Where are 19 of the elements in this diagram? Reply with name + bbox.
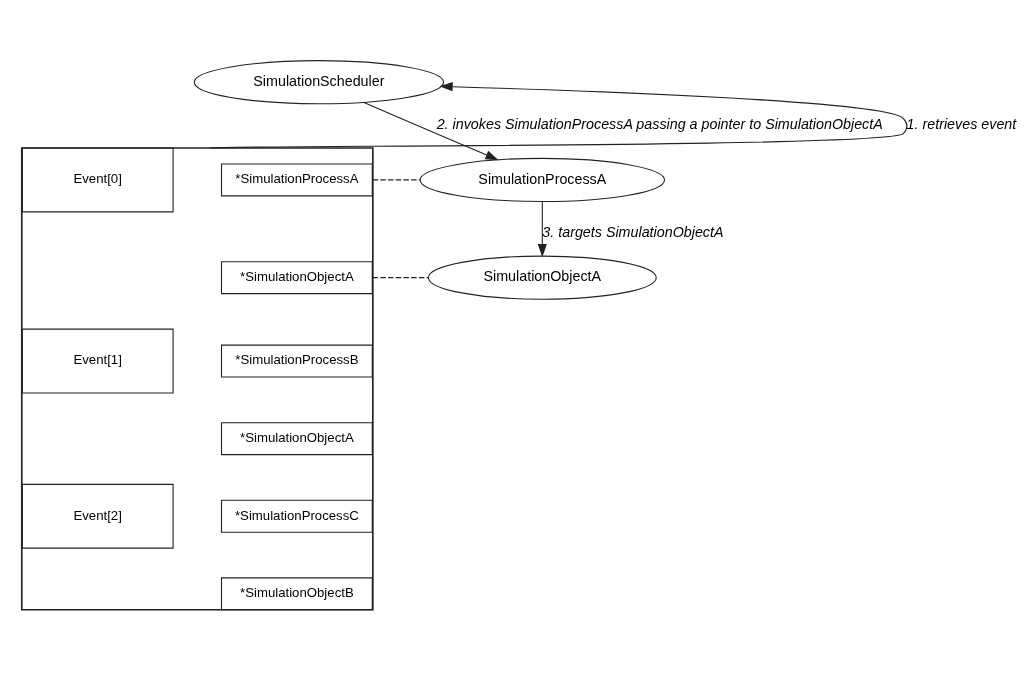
node-box: *SimulationProcessC xyxy=(220,499,373,533)
node-ellipse: SimulationScheduler xyxy=(193,59,445,104)
connector xyxy=(372,178,421,180)
node-ellipse: SimulationObjectA xyxy=(427,255,657,300)
node-box: *SimulationObjectB xyxy=(220,576,373,610)
edge-label: 1. retrieves event xyxy=(906,115,1017,132)
arrow xyxy=(209,81,908,149)
edge-label: 2. invokes SimulationProcessA passing a pointer to SimulationObjectA xyxy=(436,115,883,132)
arrow xyxy=(537,200,547,257)
node-ellipse: SimulationProcessA xyxy=(419,157,666,202)
node-box: *SimulationObjectA xyxy=(220,260,373,294)
arrow xyxy=(363,101,499,160)
node-box: *SimulationProcessA xyxy=(220,162,373,196)
connector xyxy=(372,276,430,278)
node-box: Event[0] xyxy=(21,146,174,212)
node-box: *SimulationObjectA xyxy=(220,421,373,455)
node-box: Event[1] xyxy=(21,328,174,394)
node-box: Event[2] xyxy=(21,483,174,549)
node-box: *SimulationProcessB xyxy=(220,344,373,378)
